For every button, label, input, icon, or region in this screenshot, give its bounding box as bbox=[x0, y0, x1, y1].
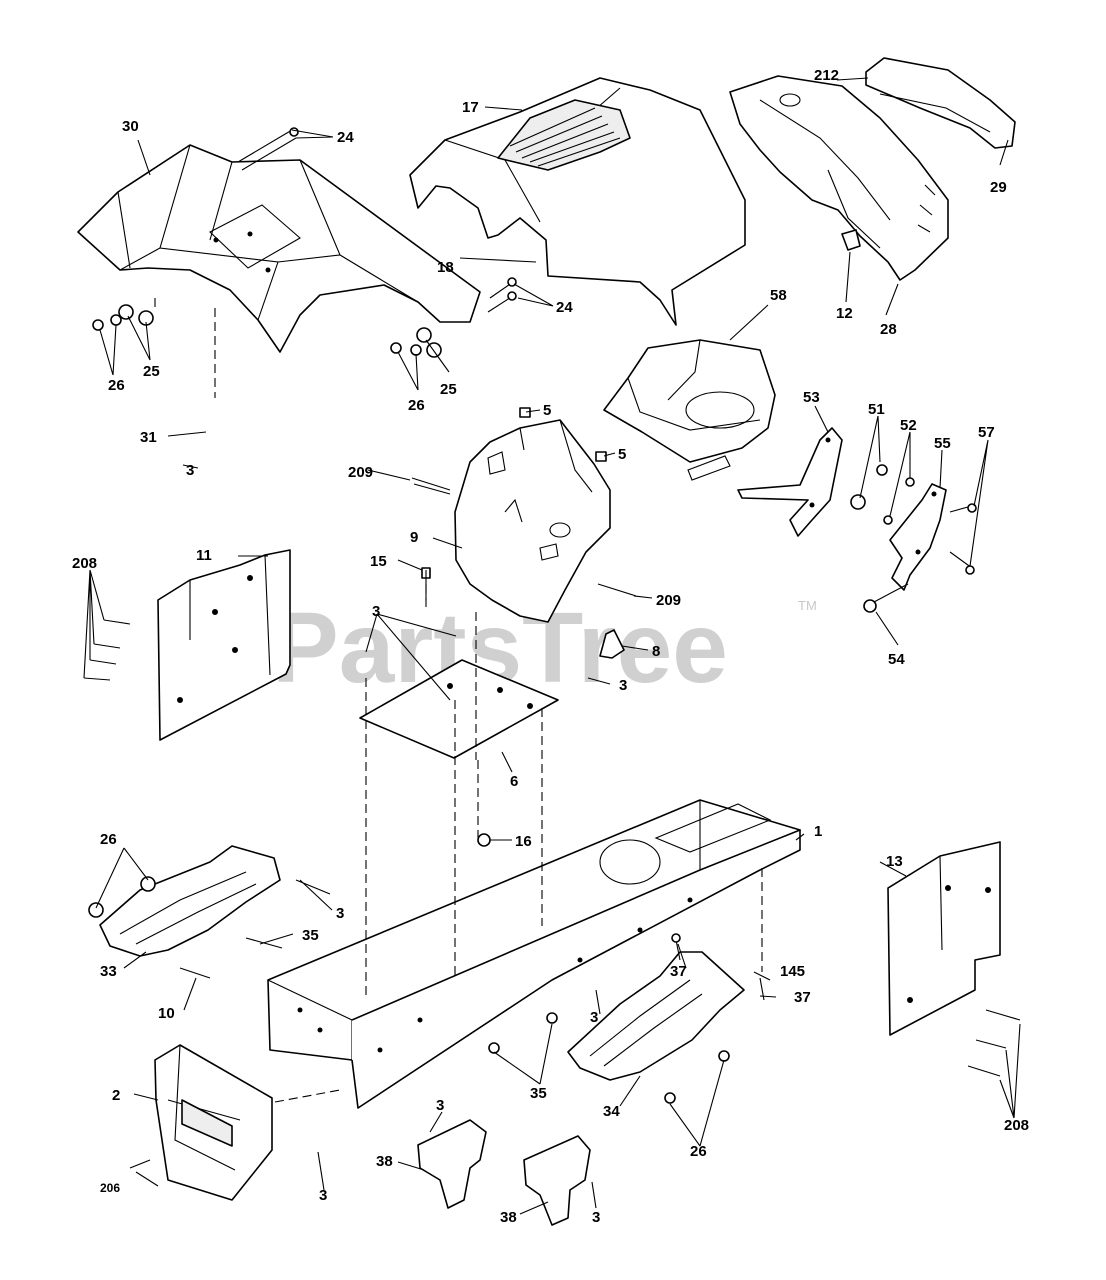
callout-52: 52 bbox=[900, 417, 917, 434]
callout-55: 55 bbox=[934, 435, 951, 452]
part-bolts-right-footrest bbox=[488, 933, 765, 1104]
part-footrest-33 bbox=[99, 845, 281, 957]
callout-35-a: 35 bbox=[302, 927, 319, 944]
callout-3-f: 3 bbox=[319, 1187, 327, 1204]
leader-lines bbox=[83, 77, 1021, 1215]
callout-209-a: 209 bbox=[348, 464, 373, 481]
part-bracket-38-left bbox=[417, 1119, 487, 1209]
callout-58: 58 bbox=[770, 287, 787, 304]
part-bracket-55 bbox=[889, 483, 947, 591]
part-hood bbox=[409, 77, 746, 326]
part-screw-206 bbox=[129, 1159, 151, 1169]
callout-37-a: 37 bbox=[670, 963, 687, 980]
callout-3-b: 3 bbox=[372, 603, 380, 620]
callout-16: 16 bbox=[515, 833, 532, 850]
part-nut-16 bbox=[477, 833, 491, 847]
callout-208-a: 208 bbox=[72, 555, 97, 572]
callout-9: 9 bbox=[410, 529, 418, 546]
callout-29: 29 bbox=[990, 179, 1007, 196]
callout-18: 18 bbox=[437, 259, 454, 276]
part-grommets-5 bbox=[519, 407, 607, 462]
part-grille-housing bbox=[729, 75, 949, 281]
part-bolt-54 bbox=[863, 583, 909, 613]
callout-53: 53 bbox=[803, 389, 820, 406]
callout-35-b: 35 bbox=[530, 1085, 547, 1102]
callout-10: 10 bbox=[158, 1005, 175, 1022]
callout-26-a: 26 bbox=[108, 377, 125, 394]
callout-24-mid: 24 bbox=[556, 299, 573, 316]
callout-8: 8 bbox=[652, 643, 660, 660]
callout-31: 31 bbox=[140, 429, 157, 446]
part-heat-shield bbox=[603, 339, 776, 481]
callout-28: 28 bbox=[880, 321, 897, 338]
callout-38-a: 38 bbox=[376, 1153, 393, 1170]
callout-33: 33 bbox=[100, 963, 117, 980]
part-bolts-208-left bbox=[83, 619, 131, 681]
callout-1: 1 bbox=[814, 823, 822, 840]
part-screws-209 bbox=[411, 477, 637, 597]
callout-54: 54 bbox=[888, 651, 905, 668]
part-washers-51-52 bbox=[850, 464, 915, 525]
callout-26-d: 26 bbox=[690, 1143, 707, 1160]
callout-3-a: 3 bbox=[186, 462, 194, 479]
part-clip-8 bbox=[599, 629, 625, 659]
part-bolts-left-footrest bbox=[88, 876, 331, 979]
callout-3-d: 3 bbox=[336, 905, 344, 922]
callout-208-b: 208 bbox=[1004, 1117, 1029, 1134]
part-bracket-53 bbox=[737, 427, 843, 537]
callout-51: 51 bbox=[868, 401, 885, 418]
callout-38-b: 38 bbox=[500, 1209, 517, 1226]
part-left-panel-11 bbox=[157, 549, 291, 741]
part-dash-panel bbox=[454, 419, 611, 623]
callout-206: 206 bbox=[100, 1181, 120, 1195]
callout-12: 12 bbox=[836, 305, 853, 322]
callout-5-a: 5 bbox=[543, 402, 551, 419]
callout-3-g: 3 bbox=[436, 1097, 444, 1114]
callout-2: 2 bbox=[112, 1087, 120, 1104]
part-footrest-34 bbox=[567, 951, 745, 1081]
callout-11: 11 bbox=[196, 547, 212, 564]
callout-25-b: 25 bbox=[440, 381, 457, 398]
callout-30: 30 bbox=[122, 118, 139, 135]
part-clip-12 bbox=[841, 229, 861, 251]
part-fender-deck bbox=[77, 144, 481, 353]
callout-145: 145 bbox=[780, 963, 805, 980]
callout-13: 13 bbox=[886, 853, 903, 870]
callout-24-top: 24 bbox=[337, 129, 354, 146]
part-nuts-washers-left bbox=[92, 304, 154, 331]
callout-37-b: 37 bbox=[794, 989, 811, 1006]
part-bracket-38-right bbox=[523, 1135, 591, 1226]
part-bolts-24-top bbox=[237, 127, 299, 171]
part-front-panel-2 bbox=[154, 1044, 273, 1201]
part-frame bbox=[267, 799, 801, 1109]
callout-17: 17 bbox=[462, 99, 479, 116]
callout-3-c: 3 bbox=[619, 677, 627, 694]
callout-25-a: 25 bbox=[143, 363, 160, 380]
part-bolts-24-mid bbox=[487, 277, 517, 313]
callout-5-b: 5 bbox=[618, 446, 626, 463]
assembly-lines bbox=[154, 298, 763, 1103]
callout-34: 34 bbox=[603, 1103, 620, 1120]
callout-26-c: 26 bbox=[100, 831, 117, 848]
watermark-trademark: TM bbox=[798, 598, 817, 613]
callout-labels: 30 24 17 18 24 212 29 12 28 58 26 25 26 … bbox=[72, 67, 1029, 1226]
part-bolts-208-right bbox=[967, 1009, 1021, 1077]
part-right-panel-13 bbox=[887, 841, 1001, 1036]
callout-3-e: 3 bbox=[590, 1009, 598, 1026]
callout-3-h: 3 bbox=[592, 1209, 600, 1226]
callout-26-b: 26 bbox=[408, 397, 425, 414]
callout-209-b: 209 bbox=[656, 592, 681, 609]
callout-15: 15 bbox=[370, 553, 387, 570]
callout-212: 212 bbox=[814, 67, 839, 84]
part-plate-6 bbox=[359, 659, 559, 759]
part-bolts-57 bbox=[949, 503, 977, 575]
callout-6: 6 bbox=[510, 773, 518, 790]
callout-57: 57 bbox=[978, 424, 995, 441]
part-grille-212 bbox=[865, 57, 1016, 149]
